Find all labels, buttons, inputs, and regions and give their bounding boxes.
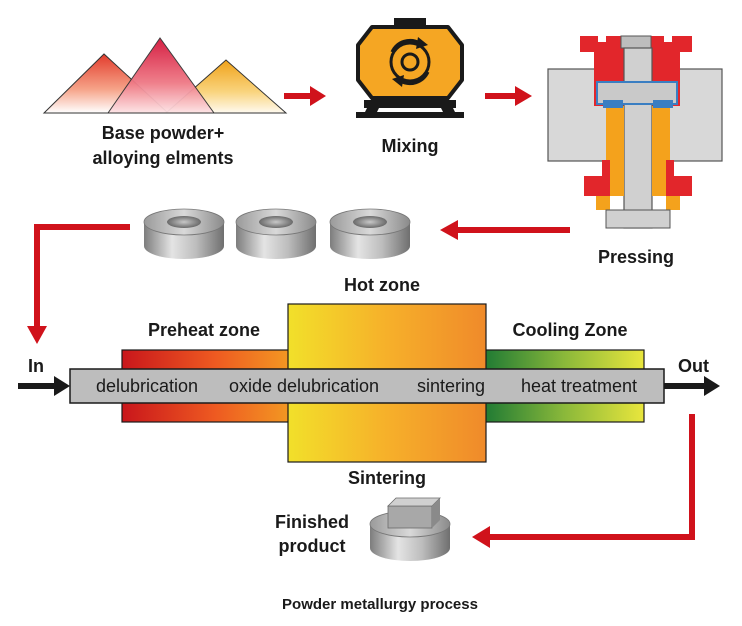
finished-product-icon (369, 497, 451, 561)
press-icon (547, 35, 723, 229)
out-arrow (664, 376, 720, 396)
belt-segment-heat-treatment: heat treatment (521, 376, 637, 396)
diagram-caption: Powder metallurgy process (282, 596, 478, 613)
pressing-label: Pressing (598, 247, 674, 267)
pressed-part-3 (329, 208, 411, 259)
sintering-label: Sintering (348, 468, 426, 488)
arrow-parts-to-furnace (27, 224, 130, 344)
sintering-furnace (69, 303, 665, 463)
belt-segment-oxide-delubrication: oxide delubrication (229, 376, 379, 396)
cooling-zone-label: Cooling Zone (513, 320, 628, 340)
base-powder-label-line1: Base powder+ (102, 123, 225, 143)
arrow-mixer-to-press (485, 86, 532, 106)
preheat-zone-label: Preheat zone (148, 320, 260, 340)
mixing-label: Mixing (382, 136, 439, 156)
arrow-powder-to-mixer (284, 86, 326, 106)
conveyor-belt (69, 368, 665, 404)
arrow-press-to-parts (440, 220, 570, 240)
powder-pile-center (107, 37, 215, 114)
mixer-icon (356, 18, 464, 118)
in-arrow (18, 376, 70, 396)
finished-product-label-line1: Finished (275, 512, 349, 532)
base-powder-label-line2: alloying elments (92, 148, 233, 168)
out-label: Out (678, 356, 709, 376)
belt-segment-delubrication: delubrication (96, 376, 198, 396)
in-label: In (28, 356, 44, 376)
finished-product-label-line2: product (279, 536, 346, 556)
pressed-part-2 (235, 208, 317, 259)
hot-zone-label: Hot zone (344, 275, 420, 295)
pressed-part-1 (143, 208, 225, 259)
belt-segment-sintering: sintering (417, 376, 485, 396)
powder-piles (42, 37, 288, 114)
arrow-to-finished-product (472, 414, 695, 548)
